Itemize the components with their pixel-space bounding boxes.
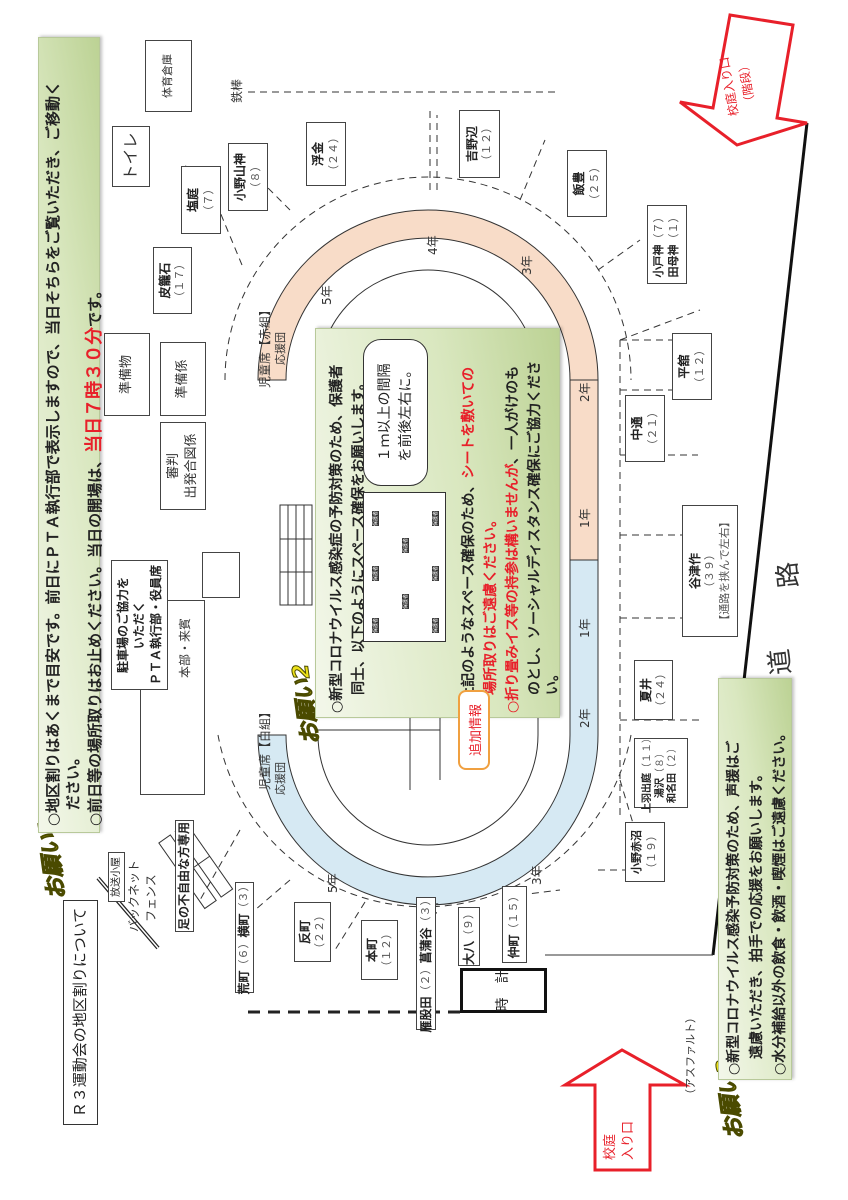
cheer-squad-label: 応援団 <box>274 762 287 795</box>
district-box: 浮金（２４） <box>306 122 346 186</box>
entrance-arrow <box>559 1048 691 1172</box>
request-1-note: ○地区割りはあくまで目安です。前日にＰＴＡ執行部で表示しますので、当日そちらをご… <box>38 37 105 833</box>
road-label: 路 <box>772 560 806 590</box>
district-box: 雁股田（２）菖蒲谷（３） <box>416 894 436 1033</box>
hq-label: 本部・来賓 <box>178 617 192 678</box>
entrance-label: 校庭入り口 <box>603 1120 637 1160</box>
accessible-seating: 足の不自由な方専用 <box>175 820 194 932</box>
grade-label: 3年 <box>520 255 534 275</box>
grade-label: 5年 <box>326 873 340 893</box>
gym-storage: 体育倉庫 <box>145 40 192 112</box>
district-box: 飯豊（２５） <box>567 150 607 217</box>
asphalt-label: （アスファルト） <box>684 1012 697 1100</box>
cheer-squad-label: 応援団 <box>274 332 287 365</box>
district-box: 仲町（１５） <box>502 886 527 963</box>
bleachers <box>279 504 313 606</box>
grade-label: 3年 <box>530 865 544 885</box>
district-box: 本町（１２） <box>361 920 398 980</box>
request-3-line: ○水分補給以外の飲食・飲酒・喫煙はご遠慮ください。 <box>772 726 788 1075</box>
request-1-line: ○前日等の場所取りはお止めください。当日の開場は、当日７時３０分です。 <box>84 283 105 826</box>
district-box: 平舘（１２） <box>672 333 712 400</box>
supplies-area: 準備物 <box>104 333 150 416</box>
request-2-line: ○折り畳みイス等の持参は構いませんが、一人がけのも <box>505 365 521 713</box>
request-3-line: ○新型コロナウイルス感染予防対策のため、声援はご <box>726 740 742 1075</box>
page-title: Ｒ３運動会の地区割りについて <box>63 900 98 1125</box>
district-box: 塩庭（７） <box>181 166 221 234</box>
spacing-diagram: 保護者 保護者 保護者 保護者 保護者 保護者 保護者 保護者 <box>363 492 446 642</box>
district-box: 中通（２１） <box>625 395 665 462</box>
request-3-note: ○新型コロナウイルス感染予防対策のため、声援はご 遠慮いただき、拍手での応援をお… <box>718 678 792 1080</box>
request-2-note: ○新型コロナウイルス感染症の予防対策のため、保護者 同士、以下のようにスペース確… <box>315 328 561 718</box>
district-box: 大八（９） <box>458 907 480 966</box>
spacing-speech-bubble: １ｍ以上の間隔を前後左右に。 <box>363 339 428 486</box>
grade-label: 2年 <box>578 708 592 728</box>
request-1-line: ○地区割りはあくまで目安です。前日にＰＴＡ執行部で表示しますので、当日そちらをご… <box>44 81 62 826</box>
grade-label: 4年 <box>426 235 440 255</box>
grade-label: 2年 <box>578 382 592 402</box>
district-box: 皮籠石（１７） <box>153 247 192 314</box>
toilet: トイレ <box>112 126 150 187</box>
request-2-line: のとし、ソーシャルディスタンス確保にご協力くださ <box>527 360 543 695</box>
district-box: 小野山神（８） <box>228 143 268 211</box>
grade-label: 1年 <box>578 508 592 528</box>
empty-box <box>202 552 240 598</box>
grade-label: 5年 <box>320 285 334 305</box>
district-box: 夏井（２４） <box>634 660 673 720</box>
district-box: 上羽出庭（１１）湯沢（８）和名田（２） <box>634 733 688 813</box>
iron-bar-label: 鉄棒 <box>230 78 244 103</box>
clock: 時計 <box>460 968 547 1013</box>
fence-label: フェンス <box>144 874 158 922</box>
district-box: 小野赤沼（１９） <box>625 822 665 882</box>
request-2-line: 場所取りはご遠慮ください。 <box>483 513 499 695</box>
district-box: 荒町（６）横町（３） <box>235 880 254 995</box>
district-box: 反町（２２） <box>294 902 331 962</box>
broadcast-booth: 放送小屋 <box>108 852 125 902</box>
road-label: 道 <box>764 647 798 677</box>
white-team-band <box>257 559 599 906</box>
district-box: 小戸神（７）田母神（１） <box>647 205 687 284</box>
district-box: 谷津作（３９）【通路を挟んで左右】 <box>682 505 738 637</box>
backnet-label: バックネット <box>127 859 141 932</box>
district-box: 吉野辺（１２） <box>459 110 500 178</box>
judge-area: 審判出発合図係 <box>160 422 206 510</box>
request-2-line: い。 <box>545 667 561 695</box>
request-2-line: ○上記のようなスペース確保のため、シートを敷いての <box>461 366 477 713</box>
request-3-line: 遠慮いただき、拍手での応援をお願いします。 <box>749 767 765 1059</box>
staff-area: 準備係 <box>160 342 206 416</box>
stairs-entrance-arrow <box>679 13 808 147</box>
grade-label: 1年 <box>578 618 592 638</box>
request-2-line: ○新型コロナウイルス感染症の予防対策のため、保護者 <box>329 364 345 713</box>
additional-info-badge: 追加情報 <box>458 690 490 770</box>
